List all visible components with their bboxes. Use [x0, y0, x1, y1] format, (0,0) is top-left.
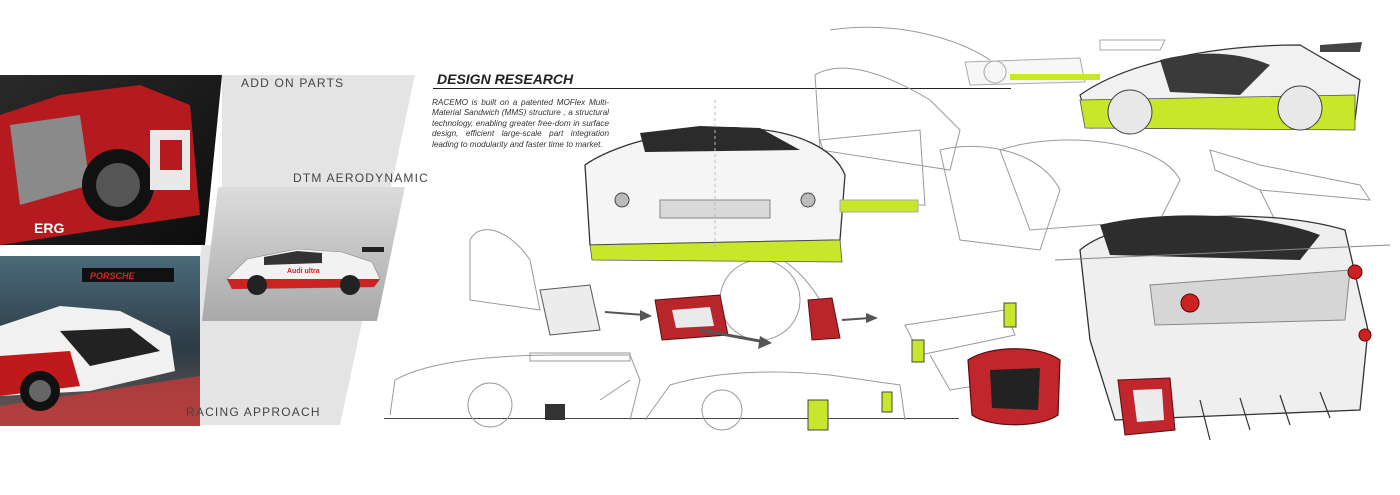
photo-red-racecar-rear: ERG: [0, 75, 222, 245]
porsche-wing-text: PORSCHE: [90, 271, 136, 281]
concept-sketches: [389, 26, 1391, 441]
photo-audi-dtm: Audi ultra: [202, 187, 405, 321]
title-underline: [433, 88, 1011, 89]
sketch-front-car: [584, 100, 919, 263]
label-dtm-aerodynamic: DTM AERODYNAMIC: [293, 171, 430, 185]
sketch-rear-car: [1054, 215, 1391, 441]
sketch-lime-side-car: [964, 39, 1362, 135]
photo-porsche-racecar: PORSCHE: [0, 256, 200, 426]
sketch-baseline: [384, 418, 959, 419]
sketch-red-parts: [539, 284, 1061, 431]
audi-ultra-text: Audi ultra: [287, 268, 320, 275]
label-add-on-parts: ADD ON PARTS: [241, 76, 345, 90]
design-research-body: RACEMO is built on a patented MOFlex Mul…: [432, 98, 609, 149]
label-racing-approach: RACING APPROACH: [186, 405, 321, 419]
design-research-title: DESIGN RESEARCH: [437, 71, 574, 87]
ergo-text: ERG: [34, 220, 64, 236]
